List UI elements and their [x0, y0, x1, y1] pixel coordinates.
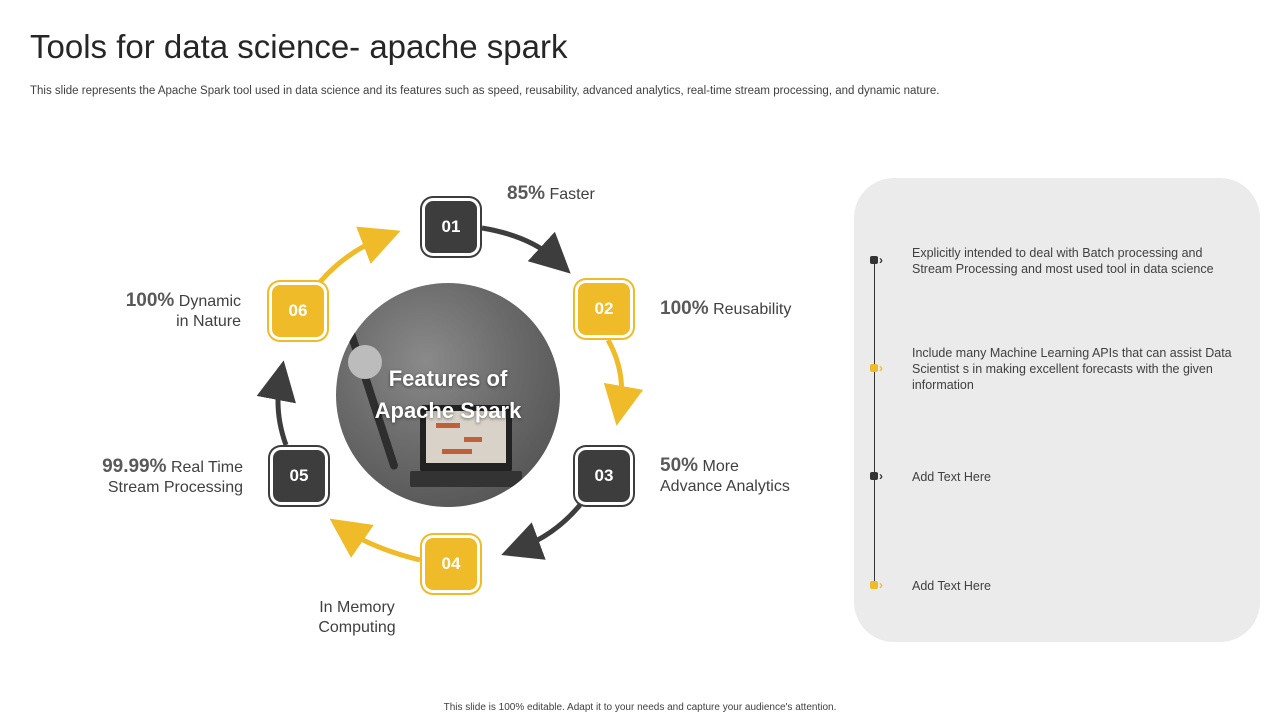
- arrow-01-to-02: [481, 225, 571, 274]
- feature-04-label: In Memory Computing: [318, 599, 396, 636]
- timeline-line: [874, 260, 875, 586]
- feature-01-label: 85% Faster: [507, 183, 595, 204]
- bullet-3-icon: ›: [870, 469, 892, 483]
- bullet-1-icon: ›: [870, 253, 892, 267]
- center-title: Features of Apache Spark: [374, 366, 522, 423]
- bullet-4-icon: ›: [870, 578, 892, 592]
- center-image-circle: Features of Apache Spark: [336, 283, 560, 507]
- panel-item-3-text: Add Text Here: [912, 470, 991, 484]
- panel-item-1-text: Explicitly intended to deal with Batch p…: [912, 246, 1214, 276]
- panel-item-4-text: Add Text Here: [912, 579, 991, 593]
- arrow-03-to-04: [501, 503, 582, 560]
- lamp-head-illustration: [348, 345, 382, 379]
- page-subtitle: This slide represents the Apache Spark t…: [30, 85, 940, 97]
- page-title: Tools for data science- apache spark: [30, 28, 568, 65]
- footer-note: This slide is 100% editable. Adapt it to…: [443, 702, 837, 713]
- feature-02-label: 100% Reusability: [660, 298, 792, 319]
- laptop-illustration: [420, 405, 512, 473]
- feature-05-label: 99.99% Real Time Stream Processing: [102, 456, 243, 497]
- step-01-badge: 01: [425, 201, 477, 253]
- screen-bar: [442, 449, 472, 454]
- step-05-badge: 05: [273, 450, 325, 502]
- screen-bar: [436, 423, 460, 428]
- arrow-04-to-05: [329, 518, 421, 563]
- bullet-2-icon: ›: [870, 361, 892, 375]
- step-04-badge: 04: [425, 538, 477, 590]
- laptop-screen: [426, 411, 506, 463]
- step-02-badge: 02: [578, 283, 630, 335]
- laptop-keyboard: [410, 471, 522, 487]
- arrow-05-to-06: [256, 360, 296, 446]
- panel-item-2-text: Include many Machine Learning APIs that …: [912, 346, 1232, 392]
- feature-06-label: 100% Dynamic in Nature: [125, 290, 241, 331]
- arrow-02-to-03: [603, 338, 644, 426]
- details-panel: [854, 178, 1260, 642]
- feature-03-label: 50% More Advance Analytics: [660, 455, 790, 496]
- step-03-badge: 03: [578, 450, 630, 502]
- screen-bar: [464, 437, 482, 442]
- step-06-badge: 06: [272, 285, 324, 337]
- arrow-06-to-01: [318, 226, 401, 284]
